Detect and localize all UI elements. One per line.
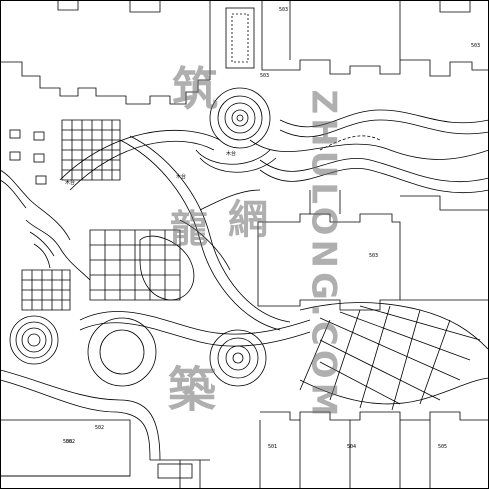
- building-label: 502: [66, 439, 76, 445]
- bottom-buildings: [0, 411, 489, 489]
- building-label: 505: [438, 444, 448, 450]
- building-label: 503: [471, 43, 481, 49]
- building-label: 503: [279, 7, 289, 13]
- area-label: 木台: [176, 174, 187, 180]
- building-label: 508: [63, 439, 73, 445]
- lower-paths: [0, 302, 489, 489]
- central-buildings: [257, 190, 489, 311]
- curving-paths: [59, 130, 291, 331]
- top-buildings: [0, 0, 489, 105]
- left-garden: [0, 119, 181, 311]
- area-label: 木台: [65, 180, 76, 186]
- building-label: 503: [260, 73, 270, 79]
- stream-paths: [249, 109, 489, 194]
- building-label: 503: [369, 253, 379, 259]
- top-plaza: [195, 87, 277, 173]
- building-label: 504: [347, 444, 357, 450]
- area-label: 木台: [226, 151, 237, 157]
- building-label: 502: [95, 425, 105, 431]
- building-label: 501: [268, 444, 278, 450]
